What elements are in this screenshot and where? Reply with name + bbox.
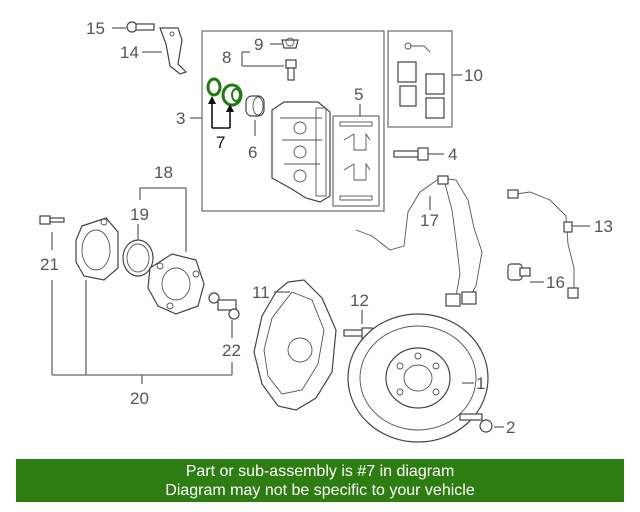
- caliper-assembly-box: [201, 30, 385, 212]
- callout-5: 5: [354, 85, 363, 104]
- callout-1: 1: [476, 374, 485, 393]
- bleeder-cap-part-9[interactable]: [281, 37, 299, 49]
- callout-8: 8: [222, 48, 231, 67]
- bracket-part-14[interactable]: [159, 27, 188, 75]
- callout-9: 9: [254, 35, 263, 54]
- bolt-part-2[interactable]: [459, 413, 493, 433]
- callout-7: 7: [216, 133, 225, 152]
- callout-13: 13: [594, 217, 613, 236]
- piston-part-6[interactable]: [245, 95, 265, 117]
- abs-sensor-part-13[interactable]: [507, 189, 579, 299]
- callout-6: 6: [248, 143, 257, 162]
- wheel-hub-part-18[interactable]: [147, 253, 205, 315]
- brake-pads-part-10[interactable]: [397, 42, 445, 119]
- snap-ring-part-19[interactable]: [122, 239, 154, 277]
- parts-diagram: 15 14 9 8 7 3 6: [39, 19, 613, 443]
- splash-shield-part-11[interactable]: [253, 279, 337, 411]
- callout-10: 10: [464, 66, 483, 85]
- info-banner: Part or sub-assembly is #7 in diagram Di…: [16, 459, 624, 502]
- hardware-kit-part-5[interactable]: [339, 121, 373, 201]
- callout-18: 18: [154, 163, 173, 182]
- bolt-part-21[interactable]: [39, 215, 65, 225]
- seal-kit-part-7[interactable]: [206, 77, 243, 107]
- hardware-kit-box: [332, 115, 380, 207]
- bolt-part-4[interactable]: [393, 147, 429, 161]
- speed-sensor-part-16[interactable]: [507, 263, 531, 281]
- callout-21: 21: [40, 255, 59, 274]
- brake-pads-box: [387, 30, 453, 128]
- brake-caliper-body[interactable]: [271, 101, 331, 203]
- callout-22: 22: [222, 341, 241, 360]
- callout-16: 16: [546, 273, 565, 292]
- bolt-part-15[interactable]: [126, 21, 155, 33]
- callout-4: 4: [448, 145, 457, 164]
- callout-2: 2: [506, 418, 515, 437]
- callout-20: 20: [130, 389, 149, 408]
- bleeder-screw-part-8[interactable]: [285, 59, 297, 81]
- bolt-part-22[interactable]: [208, 292, 240, 320]
- callout-19: 19: [130, 205, 149, 224]
- brake-rotor-part-1[interactable]: [347, 313, 489, 443]
- callout-14: 14: [120, 43, 139, 62]
- wheel-bearing-part-20[interactable]: [75, 217, 119, 281]
- callout-11: 11: [252, 283, 270, 302]
- callout-3: 3: [176, 109, 185, 128]
- banner-line-1: Part or sub-assembly is #7 in diagram: [185, 463, 455, 480]
- callout-12: 12: [350, 291, 369, 310]
- wear-sensor-harness-part-17[interactable]: [355, 175, 483, 307]
- banner-line-2: Diagram may not be specific to your vehi…: [165, 482, 475, 499]
- callout-15: 15: [86, 19, 105, 38]
- callout-17: 17: [420, 211, 439, 230]
